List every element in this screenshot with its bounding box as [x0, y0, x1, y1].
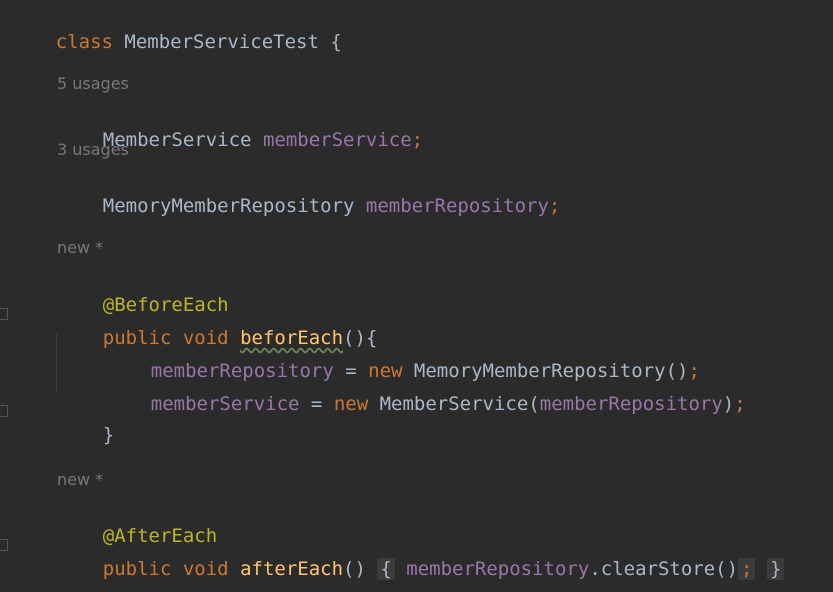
close-brace: }: [102, 424, 115, 446]
usages-hint[interactable]: 5 usages: [57, 74, 129, 93]
assign-target: memberRepository: [150, 360, 334, 382]
statement-line[interactable]: memberRepository = new MemoryMemberRepos…: [105, 335, 700, 382]
method-parens: (): [343, 558, 366, 580]
semicolon: ;: [411, 129, 424, 151]
new-keyword: new: [368, 360, 403, 382]
field-type: MemberService: [102, 129, 252, 151]
constructor-argument: memberRepository: [539, 393, 723, 415]
field-declaration-line[interactable]: MemberService memberService;: [57, 104, 423, 151]
method-name: beforEach: [240, 327, 344, 349]
folded-close-brace[interactable]: }: [766, 558, 785, 580]
close-paren: ): [722, 393, 735, 415]
semicolon: ;: [548, 195, 561, 217]
method-signature-line[interactable]: public void afterEach() { memberReposito…: [57, 533, 785, 580]
assign-target: memberService: [150, 393, 300, 415]
class-name: MemberServiceTest: [124, 31, 319, 53]
semicolon: ;: [688, 360, 700, 382]
folded-open-brace[interactable]: {: [377, 558, 395, 580]
class-declaration-line[interactable]: class MemberServiceTest {: [10, 6, 342, 53]
field-type: MemoryMemberRepository: [102, 195, 355, 217]
semicolon: ;: [734, 393, 746, 415]
void-keyword: void: [182, 558, 229, 580]
new-keyword: new: [333, 393, 369, 415]
method-signature-line[interactable]: public void beforEach(){: [57, 302, 378, 349]
class-keyword: class: [55, 31, 113, 53]
folded-semicolon[interactable]: ;: [738, 558, 756, 580]
constructor-call: MemoryMemberRepository(): [413, 360, 689, 382]
close-brace-line[interactable]: }: [57, 399, 114, 446]
usages-hint[interactable]: 3 usages: [57, 140, 129, 159]
field-name: memberRepository: [365, 195, 549, 217]
before-each-annotation: @BeforeEach: [102, 294, 229, 316]
public-keyword: public: [102, 327, 172, 349]
method-name: afterEach: [240, 558, 344, 580]
assign-operator: =: [333, 360, 369, 382]
statement-line[interactable]: memberService = new MemberService(member…: [105, 368, 746, 415]
annotation-line[interactable]: @AfterEach: [57, 500, 217, 547]
author-hint[interactable]: new *: [57, 470, 104, 489]
after-each-annotation: @AfterEach: [102, 525, 218, 547]
constructor-call: MemberService(: [379, 393, 540, 415]
field-name: memberService: [262, 129, 412, 151]
author-hint[interactable]: new *: [57, 238, 104, 257]
annotation-line[interactable]: @BeforeEach: [57, 269, 229, 316]
field-declaration-line[interactable]: MemoryMemberRepository memberRepository;: [57, 170, 561, 217]
public-keyword: public: [102, 558, 172, 580]
fold-marker-icon[interactable]: [0, 405, 8, 417]
void-keyword: void: [182, 327, 229, 349]
method-call: .clearStore(): [589, 558, 739, 580]
assign-operator: =: [299, 393, 334, 415]
indent-guide: [56, 333, 57, 393]
open-brace: {: [330, 31, 342, 53]
fold-marker-icon[interactable]: [0, 539, 8, 551]
call-target: memberRepository: [406, 558, 590, 580]
signature-tail: (){: [343, 327, 378, 349]
fold-marker-icon[interactable]: [0, 308, 8, 320]
